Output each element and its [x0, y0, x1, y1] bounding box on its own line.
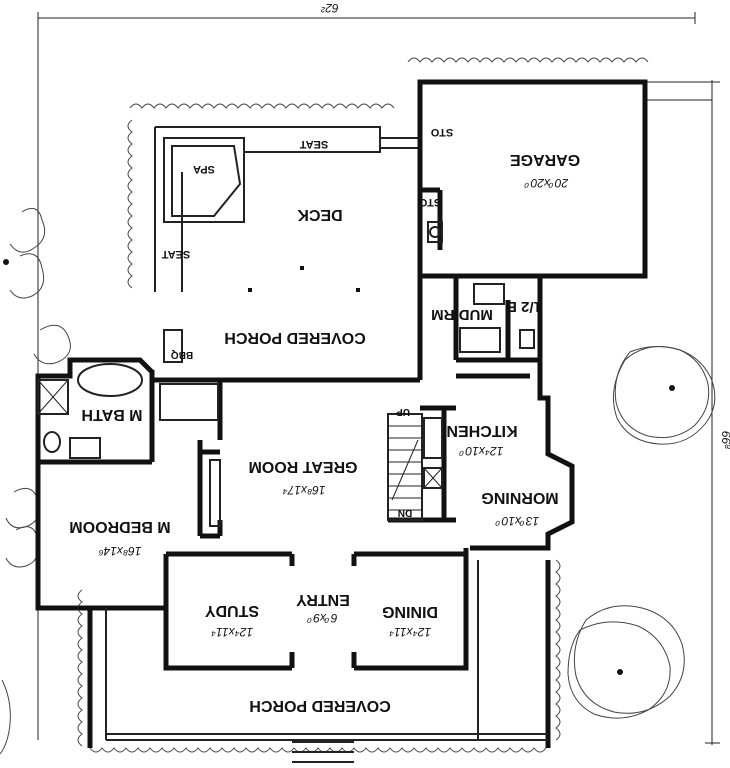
size-dining: 12⁴x11⁴ — [389, 625, 431, 639]
label-mud-rm: MUD RM — [431, 306, 493, 323]
label-dining: DINING — [382, 603, 438, 620]
label-kitchen: KITCHEN — [446, 422, 517, 439]
label-spa: SPA — [193, 163, 215, 175]
label-garage: GARAGE — [510, 151, 581, 168]
deck-area — [154, 126, 420, 363]
label-m-bedroom: M BEDROOM — [69, 518, 170, 535]
label-entry: ENTRY — [296, 591, 350, 608]
label-sto-2: STO — [418, 196, 441, 208]
trees — [0, 259, 716, 755]
size-morning: 13⁰x10⁰ — [495, 514, 540, 528]
label-study: STUDY — [205, 602, 260, 619]
front-porch — [105, 560, 548, 763]
width-dimension: 62² — [320, 1, 338, 15]
size-study: 12⁴x11⁴ — [211, 625, 253, 639]
depth-dimension: 66⁸ — [719, 431, 730, 450]
size-great-room: 16⁸x17⁴ — [282, 483, 325, 497]
label-half-bath: 1/2 B — [506, 298, 542, 315]
label-covered-porch-front: COVERED PORCH — [249, 697, 390, 714]
size-entry: 6⁰x9⁰ — [306, 611, 337, 625]
label-morning: MORNING — [481, 489, 558, 506]
fixtures — [37, 221, 535, 527]
size-m-bedroom: 16⁸x14⁶ — [99, 544, 142, 558]
stairs — [387, 413, 423, 521]
label-sto-1: STO — [430, 126, 453, 138]
label-seat-left: SEAT — [161, 248, 190, 260]
label-seat-top: SEAT — [299, 138, 328, 150]
exterior-walls — [35, 79, 648, 748]
label-m-bath: M BATH — [81, 406, 142, 423]
label-deck: DECK — [297, 206, 343, 223]
size-kitchen: 12⁴x10⁰ — [458, 444, 503, 458]
label-stairs-down: DN — [398, 507, 412, 518]
label-great-room: GREAT ROOM — [248, 458, 357, 475]
label-covered-porch-rear: COVERED PORCH — [224, 329, 365, 346]
size-garage: 20⁰x20⁰ — [524, 176, 570, 190]
room-labels: GARAGE 20⁰x20⁰ DECK SPA SEAT SEAT STO ST… — [69, 126, 580, 714]
label-stairs-up: UP — [396, 406, 410, 417]
label-bbq: BBQ — [171, 349, 193, 360]
